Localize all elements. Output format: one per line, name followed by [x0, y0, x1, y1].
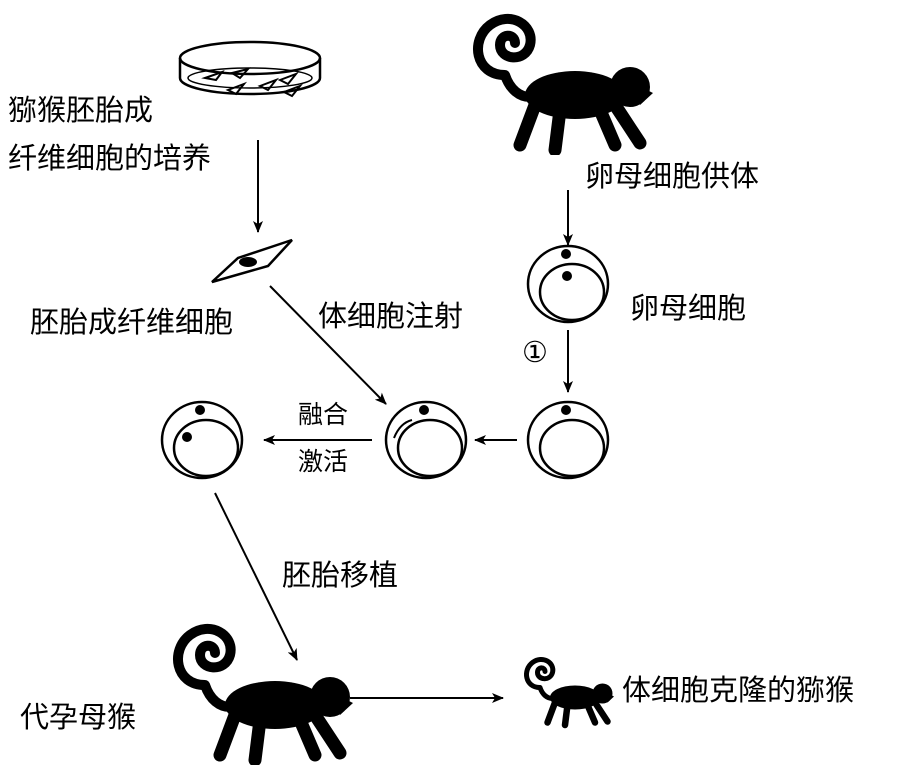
surrogate-label: 代孕母猴: [20, 700, 136, 734]
donor-label: 卵母细胞供体: [585, 159, 759, 193]
injection-label: 体细胞注射: [318, 299, 463, 333]
fibroblast-cell: [211, 238, 293, 284]
culture-label-line1: 猕猴胚胎成: [8, 93, 153, 127]
step1-label: ①: [522, 335, 548, 369]
activation-label: 激活: [298, 447, 348, 476]
culture-label-line2: 纤维细胞的培养: [8, 141, 211, 175]
donor-monkey: [478, 19, 653, 150]
enucleated-oocyte: [526, 400, 610, 480]
petri-dish: [178, 40, 322, 98]
fusion-label: 融合: [298, 400, 348, 429]
cloned-monkey: [527, 659, 615, 725]
arrow-injection: [269, 285, 387, 405]
oocyte-cell: [526, 244, 610, 324]
clone-label: 体细胞克隆的猕猴: [622, 673, 854, 707]
injected-oocyte: [384, 400, 468, 480]
oocyte-label: 卵母细胞: [630, 291, 746, 325]
surrogate-monkey: [178, 629, 353, 760]
reconstructed-embryo: [160, 400, 244, 480]
arrow-transfer: [214, 492, 298, 661]
fibroblast-label: 胚胎成纤维细胞: [30, 305, 233, 339]
transfer-label: 胚胎移植: [282, 558, 398, 592]
